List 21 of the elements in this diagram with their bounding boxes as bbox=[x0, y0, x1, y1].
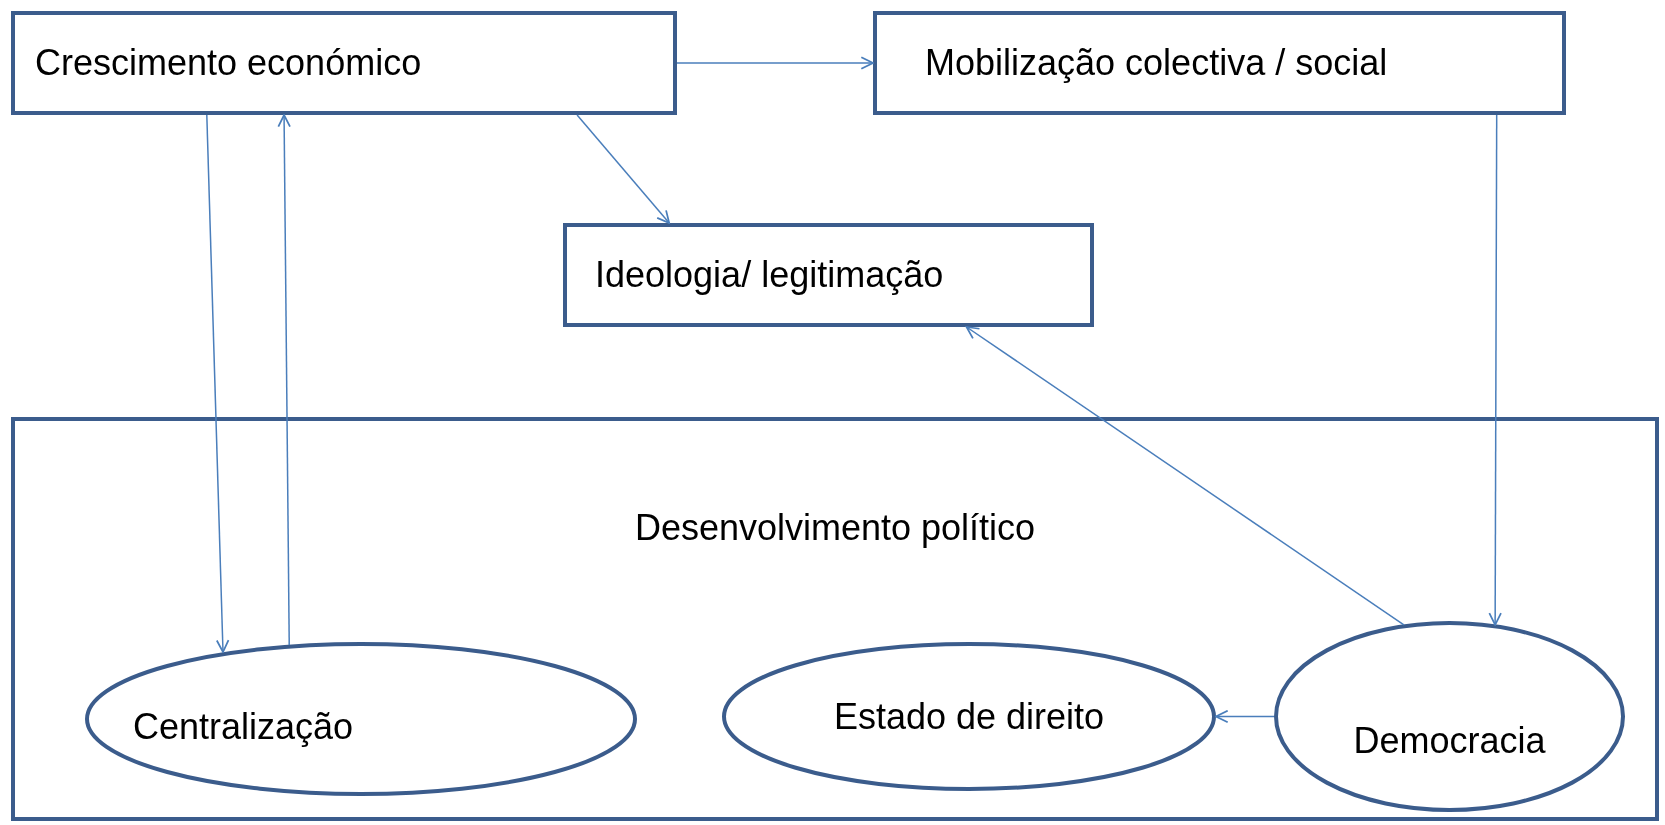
process-box bbox=[11, 11, 677, 115]
process-box bbox=[563, 223, 1094, 327]
node-label: Ideologia/ legitimação bbox=[595, 253, 944, 297]
arrow bbox=[676, 56, 874, 70]
process-box bbox=[11, 417, 1659, 821]
node-label: Mobilização colectiva / social bbox=[925, 41, 1388, 85]
node-label: Democracia bbox=[1353, 718, 1546, 763]
node-label: Estado de direito bbox=[833, 694, 1105, 739]
ellipse-node bbox=[1274, 621, 1625, 812]
arrow bbox=[1215, 709, 1275, 724]
arrow bbox=[206, 114, 230, 653]
arrow bbox=[576, 114, 671, 224]
node-label: Crescimento económico bbox=[35, 41, 422, 85]
ellipse-node bbox=[722, 642, 1216, 791]
process-box bbox=[873, 11, 1566, 115]
arrow bbox=[277, 114, 291, 646]
node-label: Centralização bbox=[133, 705, 354, 749]
ellipse-node bbox=[85, 642, 637, 796]
arrow bbox=[965, 326, 1405, 626]
arrow bbox=[1488, 114, 1502, 626]
node-label: Desenvolvimento político bbox=[634, 506, 1036, 550]
